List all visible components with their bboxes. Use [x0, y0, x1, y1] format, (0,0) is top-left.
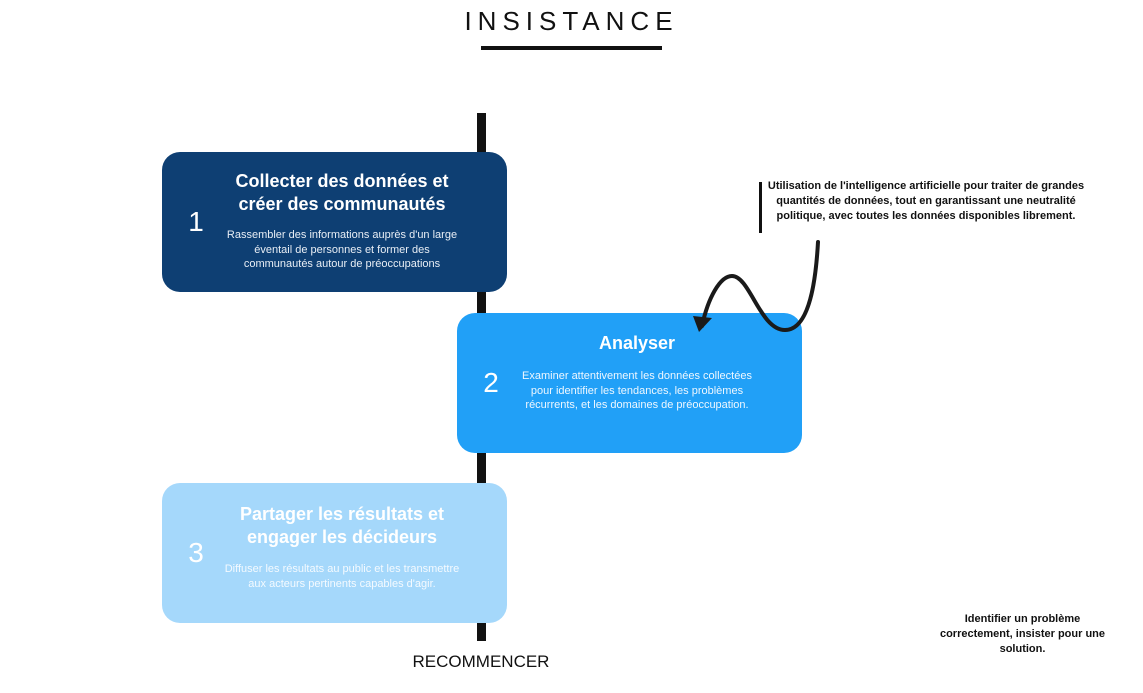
step-title: Partager les résultats et engager les dé… — [239, 504, 445, 547]
step-description: Examiner attentivement les données colle… — [522, 370, 752, 411]
note-accent-bar — [759, 182, 762, 233]
step-number: 2 — [483, 367, 499, 398]
page-title: INSISTANCE — [464, 6, 679, 36]
step-card-2: 2 Analyser Examiner attentivement les do… — [457, 313, 802, 453]
step-number: 3 — [188, 537, 204, 568]
step-description: Rassembler des informations auprès d'un … — [226, 229, 458, 270]
restart-label: RECOMMENCER — [412, 652, 550, 671]
step-title: Collecter des données et créer des commu… — [235, 171, 449, 214]
problem-note: Identifier un problème correctement, ins… — [939, 613, 1106, 655]
step-title: Analyser — [598, 333, 676, 353]
step-card-1: 1 Collecter des données et créer des com… — [162, 152, 507, 292]
title-underline — [481, 46, 662, 50]
step-description: Diffuser les résultats au public et les … — [224, 563, 460, 590]
step-number: 1 — [188, 206, 204, 237]
step-card-3: 3 Partager les résultats et engager les … — [162, 483, 507, 623]
curved-arrow-icon — [693, 240, 820, 333]
ai-note: Utilisation de l'intelligence artificiel… — [767, 180, 1085, 222]
